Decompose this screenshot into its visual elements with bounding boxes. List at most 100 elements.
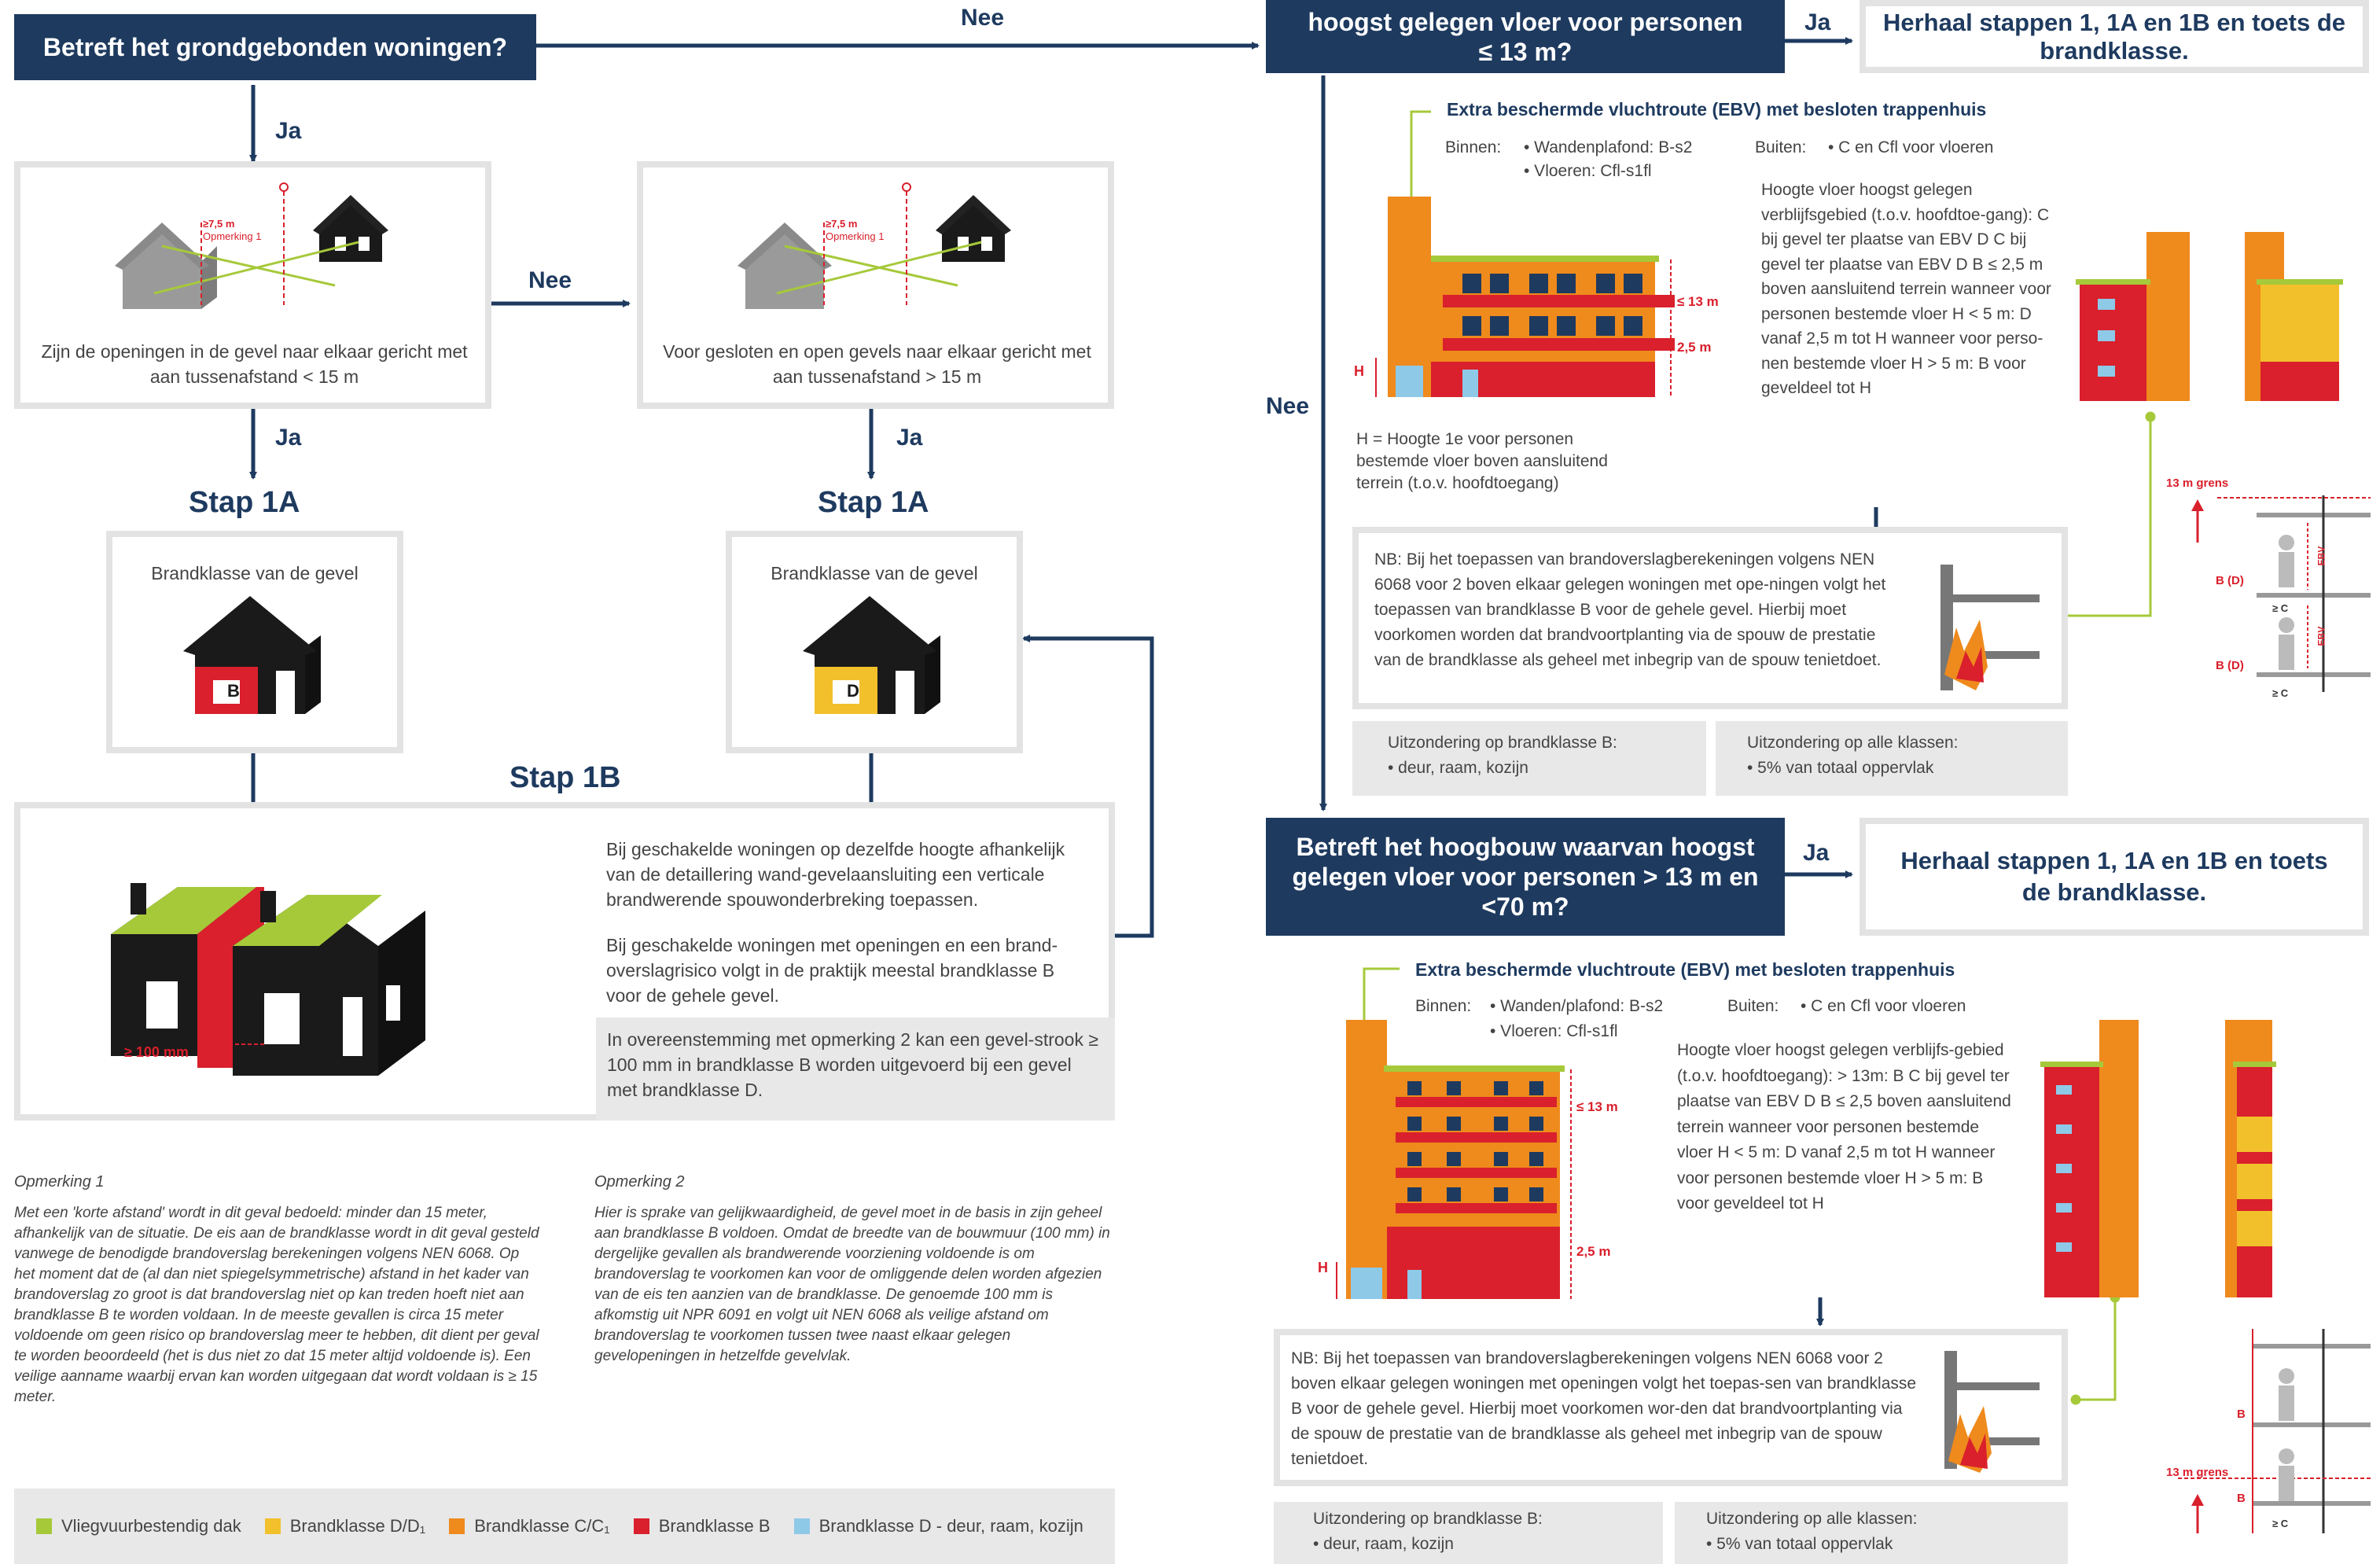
question-laagbouw-line2: ≤ 13 m? [1478,37,1573,66]
legend-item-d: Brandklasse D/D₁ [264,1516,426,1536]
legend-swatch-roof [36,1518,52,1534]
binnen1-b: • Vloeren: Cfl-s1fl [1524,162,1652,180]
legend-label-door: Brandklasse D - deur, raam, kozijn [818,1516,1083,1536]
stap-1b-box: ≥ 100 mm Bij geschakelde woningen op dez… [14,802,1115,1121]
ebv2-title: Extra beschermde vluchtroute (EBV) met b… [1415,959,1955,980]
opmerking-2-title: Opmerking 2 [594,1173,685,1190]
b-label-1: B [2237,1408,2246,1421]
opmerking-1-title: Opmerking 1 [14,1173,105,1190]
label-ja-2: Ja [275,425,302,451]
herhaal-top-text: Herhaal stappen 1, 1A en 1B en toets de … [1882,8,2346,64]
uitzondering-all-1: Uitzondering op alle klassen: • 5% van t… [1716,721,2068,796]
uitz2-b-title: Uitzondering op brandklasse B: [1313,1510,1543,1528]
stap1b-p3-box: In overeenstemming met opmerking 2 kan e… [596,1018,1115,1121]
dim-h-b: H [1318,1260,1328,1275]
binnen2-label: Binnen: [1415,997,1472,1015]
stap-1a-left: Stap 1A [189,486,300,519]
question-hoogbouw: Betreft het hoogbouw waarvan hoogst gele… [1266,818,1785,936]
legend-item-roof: Vliegvuurbestendig dak [36,1516,241,1536]
house-icon-b [183,596,321,714]
binnen2-a: • Wanden/plafond: B-s2 [1490,997,1664,1015]
label-ja-1: Ja [275,118,302,144]
terraced-houses-illustration [111,883,425,1076]
herhaal-box-top: Herhaal stappen 1, 1A en 1B en toets de … [1859,0,2369,73]
opmerking-1-text: Met een 'korte afstand' wordt in dit gev… [14,1205,539,1405]
bk-left-letter: B [227,681,240,701]
question-hoogbouw-text: Betreft het hoogbouw waarvan hoogst gele… [1292,833,1759,921]
uitzondering-b-2: Uitzondering op brandklasse B: • deur, r… [1274,1502,1663,1564]
hoogte2-text: Hoogte vloer hoogst gelegen verblijfs-ge… [1677,1041,2011,1213]
nb2-text: NB: Bij het toepassen van brandoverslagb… [1291,1349,1917,1468]
stap-1b: Stap 1B [509,761,621,794]
uitz2-b-text: • deur, raam, kozijn [1313,1535,1454,1553]
dim-2-5m-b: 2,5 m [1576,1244,1611,1259]
legend-item-c: Brandklasse C/C₁ [449,1516,610,1536]
uitz1-all-title: Uitzondering op alle klassen: [1747,734,1959,752]
fire-detail-2 [1944,1351,2040,1473]
hoogte1-text: Hoogte vloer hoogst gelegen verblijfsgeb… [1761,181,2051,397]
buiten2-a: • C en Cfl voor vloeren [1801,997,1966,1015]
label-ja-bottom-right: Ja [1803,840,1830,866]
gec-label-3: ≥ C [2272,1518,2289,1529]
uitz2-all-title: Uitzondering op alle klassen: [1706,1510,1918,1528]
bk-right-letter: D [847,681,859,701]
legend-label-roof: Vliegvuurbestendig dak [61,1516,241,1536]
house-distance-illustration [115,182,388,309]
house-dim-label-4: Opmerking 1 [826,230,885,242]
stap1b-p3: In overeenstemming met opmerking 2 kan e… [607,1029,1098,1100]
buiten1-a: • C en Cfl voor vloeren [1828,138,1994,156]
legend: Vliegvuurbestendig dak Brandklasse D/D₁ … [14,1489,1115,1564]
fire-detail-1 [1940,565,2040,690]
stap1b-p1: Bij geschakelde woningen op dezelfde hoo… [606,839,1065,910]
herhaal-box-bottom: Herhaal stappen 1, 1A en 1B en toets de … [1859,818,2369,936]
uitzondering-b-1: Uitzondering op brandklasse B: • deur, r… [1352,721,1706,796]
h-definition: H = Hoogte 1e voor personen bestemde vlo… [1356,430,1608,492]
stap1b-p2: Bij geschakelde woningen met openingen e… [606,935,1058,1006]
legend-label-b: Brandklasse B [658,1516,771,1536]
stap-1a-right: Stap 1A [818,486,929,519]
legend-swatch-c [449,1518,465,1534]
label-ja-3: Ja [896,425,923,451]
house-dim-label-3: ≥7,5 m [826,218,858,230]
house-dim-label-1: ≥7,5 m [203,218,235,230]
condition-box-short-distance: ≥7,5 m Opmerking 1 Zijn de openingen in … [14,161,491,409]
ebv1-title: Extra beschermde vluchtroute (EBV) met b… [1447,99,1987,120]
legend-swatch-b [633,1518,649,1534]
dim-100mm: ≥ 100 mm [124,1044,189,1060]
binnen1-a: • Wandenplafond: B-s2 [1524,138,1693,156]
legend-item-b: Brandklasse B [633,1516,771,1536]
binnen1-label: Binnen: [1445,138,1502,156]
brandklasse-box-d: Brandklasse van de gevel D [726,531,1023,753]
uitz2-all-text: • 5% van totaal oppervlak [1706,1535,1893,1553]
bk-right-title: Brandklasse van de gevel [771,563,978,583]
brandklasse-box-b: Brandklasse van de gevel B [106,531,403,753]
question-grondgebonden: Betreft het grondgebonden woningen? [14,14,536,80]
nb-box-2: NB: Bij het toepassen van brandoverslagb… [1274,1329,2068,1486]
question-grondgebonden-text: Betreft het grondgebonden woningen? [42,32,508,61]
legend-item-door: Brandklasse D - deur, raam, kozijn [793,1516,1083,1536]
bd2-label: B (D) [2216,659,2244,672]
bk-left-title: Brandklasse van de gevel [151,563,359,583]
uitz1-b-title: Uitzondering op brandklasse B: [1388,734,1617,752]
buiten1-label: Buiten: [1755,138,1807,156]
uitz1-all-text: • 5% van totaal oppervlak [1747,759,1934,777]
label-nee-top: Nee [961,5,1005,31]
house-dim-label-2: Opmerking 1 [203,230,262,242]
dim-2-5m: 2,5 m [1677,340,1712,355]
label-ja-top-right: Ja [1804,9,1831,35]
grens2-label: 13 m grens [2166,1466,2229,1479]
ebv-label-1: EBV [2316,546,2327,566]
b-label-2: B [2237,1492,2246,1505]
dim-13m-b: ≤ 13 m [1576,1099,1618,1114]
legend-label-c: Brandklasse C/C₁ [474,1516,610,1536]
ebv-label-2: EBV [2316,626,2327,646]
legend-swatch-d [264,1518,281,1534]
buiten2-label: Buiten: [1727,997,1779,1015]
condition-box-long-distance: ≥7,5 m Opmerking 1 Voor gesloten en open… [637,161,1114,409]
dim-13m: ≤ 13 m [1677,294,1719,309]
box2-text: Voor gesloten en open gevels naar elkaar… [663,341,1091,387]
gec-label-1: ≥ C [2272,602,2289,614]
box1-text: Zijn de openingen in de gevel naar elkaa… [41,341,468,387]
legend-label-d: Brandklasse D/D₁ [289,1516,426,1536]
house-icon-d [803,596,940,714]
